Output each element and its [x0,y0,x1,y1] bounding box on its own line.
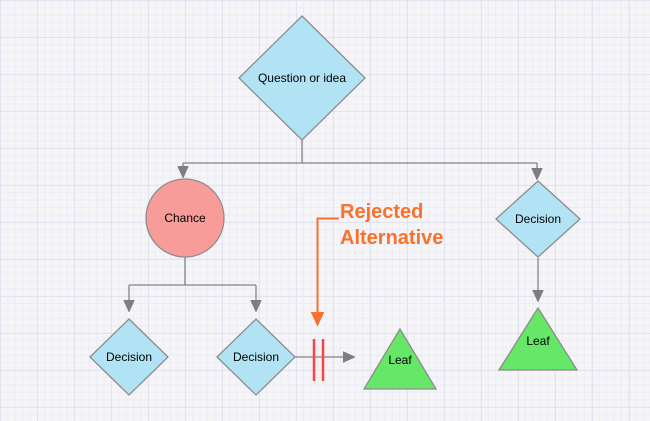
triangle-shape [497,306,579,371]
diamond-shape [238,15,366,141]
annotation-line-1: Rejected [340,201,423,223]
rejected-annotation-arrow[interactable] [318,217,340,325]
node-question[interactable]: Question or idea [238,15,366,141]
node-decision-left[interactable]: Decision [89,318,169,396]
node-label: Question or idea [258,71,346,85]
triangle-shape [362,327,438,390]
node-label: Decision [515,212,561,226]
node-label: Chance [164,211,206,225]
rejection-marks-icon[interactable] [312,339,325,381]
node-leaf-middle[interactable]: Leaf [362,327,438,390]
node-decision-right[interactable]: Decision [495,180,581,258]
annotation-line-2: Alternative [340,227,443,249]
circle-shape [145,178,225,258]
node-decision-middle[interactable]: Decision [216,318,296,396]
diamond-shape [89,318,169,396]
node-leaf-right[interactable]: Leaf [497,306,579,371]
node-label: Decision [106,350,152,364]
diamond-shape [216,318,296,396]
node-chance[interactable]: Chance [145,178,225,258]
node-label: Leaf [526,334,550,348]
rejected-annotation-text[interactable]: Rejected Alternative [340,201,443,249]
node-label: Decision [233,350,279,364]
diamond-shape [495,180,581,258]
node-label: Leaf [388,353,412,367]
